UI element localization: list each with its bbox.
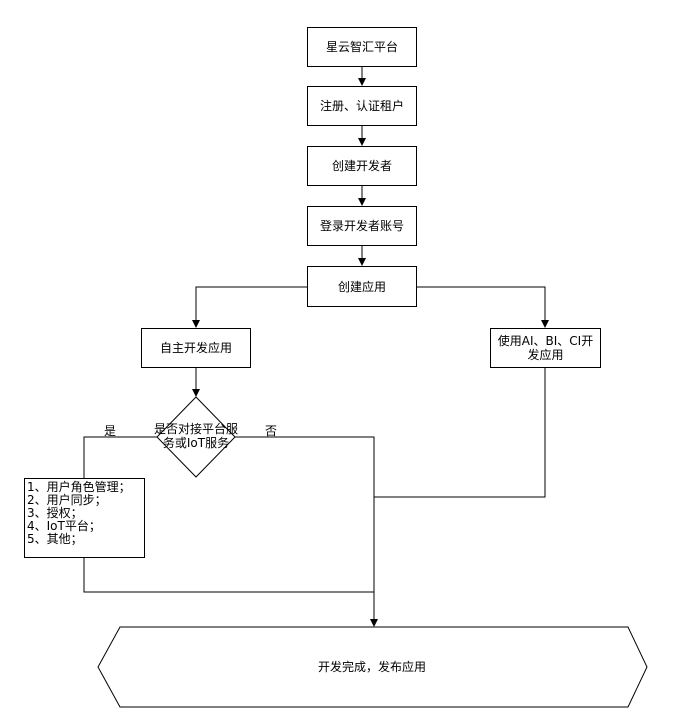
node-platform: 星云智汇平台 <box>307 27 417 67</box>
branch-label-no: 否 <box>265 424 278 438</box>
node-platform-label: 星云智汇平台 <box>325 40 398 54</box>
decision-label: 是否对接平台服务或IoT服务 <box>153 422 238 450</box>
branch-label-yes: 是 <box>104 424 117 438</box>
service-list-item: 5、其他； <box>27 532 83 546</box>
node-create-app: 创建应用 <box>307 266 417 307</box>
node-login-developer-label: 登录开发者账号 <box>319 219 404 233</box>
arrow-create-app-to-self-dev <box>192 286 307 328</box>
service-list-box: 1、用户角色管理； 2、用户同步； 3、授权； 4、IoT平台； 5、其他； <box>24 478 145 558</box>
arrow-decision-no-to-finish <box>235 436 378 627</box>
node-register-label: 注册、认证租户 <box>319 99 404 113</box>
service-list-item: 1、用户角色管理； <box>27 480 131 494</box>
node-use-ai-bi-ci-label: 使用AI、BI、CI开发应用 <box>497 334 594 362</box>
node-self-develop-label: 自主开发应用 <box>159 341 232 355</box>
node-register: 注册、认证租户 <box>307 86 417 126</box>
finish-hexagon-shape <box>97 626 648 708</box>
connector-list-to-finish <box>83 558 374 593</box>
decision-diamond-shape <box>156 396 236 478</box>
node-create-developer: 创建开发者 <box>307 146 417 186</box>
node-login-developer: 登录开发者账号 <box>307 206 417 246</box>
connector-use-ai-to-finish <box>374 368 546 498</box>
connector-decision-yes <box>83 436 158 478</box>
arrow-create-app-to-use-ai <box>417 286 549 328</box>
node-create-app-label: 创建应用 <box>337 279 386 294</box>
service-list-item: 2、用户同步； <box>27 493 107 507</box>
finish-label: 开发完成，发布应用 <box>317 660 426 674</box>
node-create-developer-label: 创建开发者 <box>331 159 392 173</box>
node-self-develop: 自主开发应用 <box>141 328 251 368</box>
service-list-item: 4、IoT平台； <box>27 519 101 533</box>
node-use-ai-bi-ci: 使用AI、BI、CI开发应用 <box>490 328 601 368</box>
service-list-item: 3、授权； <box>27 506 83 520</box>
